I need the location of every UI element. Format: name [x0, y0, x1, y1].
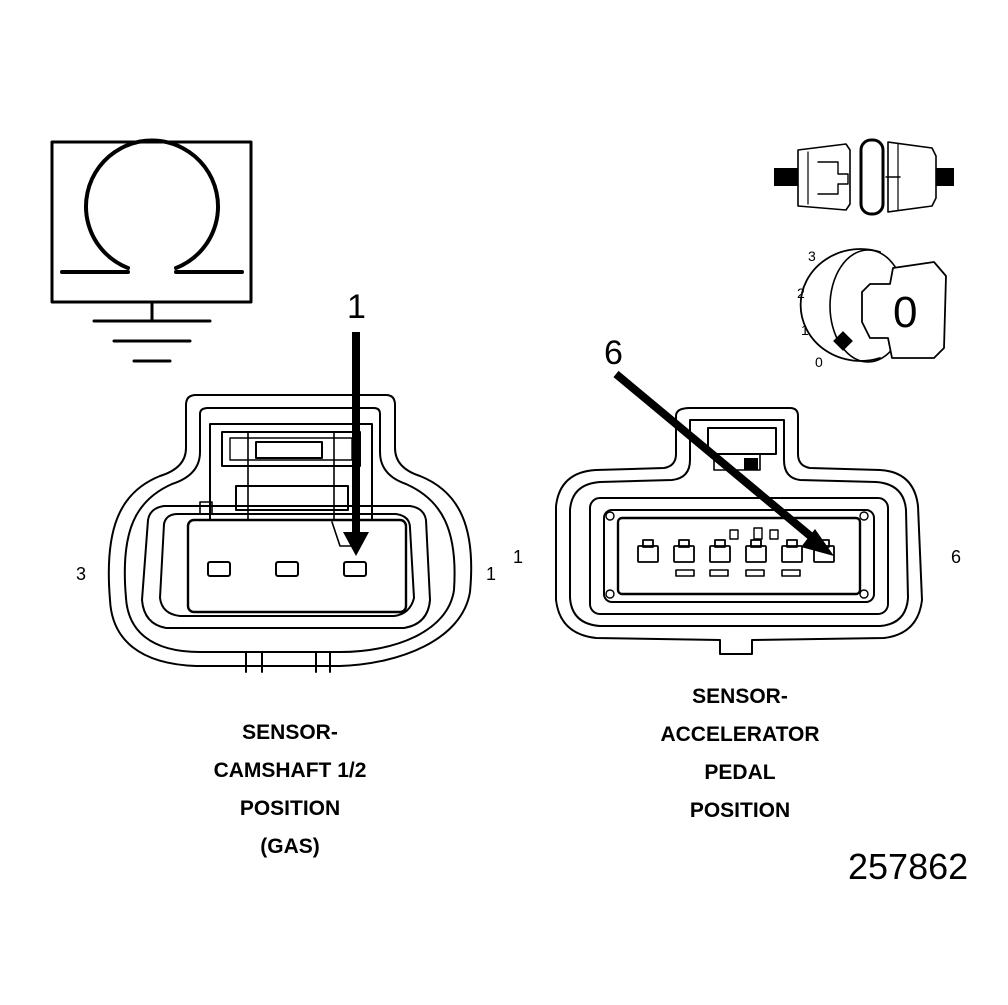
pedal-caption-line: SENSOR- — [692, 685, 788, 708]
ignition-position-3: 3 — [808, 248, 816, 264]
ignition-position-1: 1 — [801, 322, 809, 338]
ignition-key-icon — [799, 248, 947, 363]
pedal-connector-shape — [555, 407, 923, 655]
camshaft-sensor-caption: SENSOR- CAMSHAFT 1/2 POSITION (GAS) — [170, 714, 410, 866]
pedal-callout-number: 6 — [604, 334, 623, 372]
ignition-position-0: 0 — [815, 354, 823, 370]
camshaft-caption-line: CAMSHAFT 1/2 — [213, 759, 367, 782]
camshaft-caption-line: (GAS) — [260, 835, 320, 858]
ignition-position-2: 2 — [797, 285, 805, 301]
ohm-ground-icon — [50, 138, 253, 363]
figure-number: 257862 — [848, 846, 969, 887]
camshaft-left-pin-number: 3 — [76, 564, 87, 584]
pedal-caption-line: ACCELERATOR — [660, 723, 820, 746]
camshaft-connector-shape — [107, 394, 473, 673]
pedal-left-pin-number: 1 — [513, 547, 524, 567]
pedal-sensor-caption: SENSOR- ACCELERATOR PEDAL POSITION — [620, 678, 860, 830]
callout-arrow-6 — [613, 370, 834, 556]
ignition-key-label: 0 — [893, 288, 918, 337]
camshaft-caption-line: POSITION — [239, 797, 341, 820]
camshaft-caption-line: SENSOR- — [242, 721, 338, 744]
pedal-caption-line: POSITION — [689, 799, 791, 822]
camshaft-callout-number: 1 — [347, 288, 366, 326]
pedal-caption-line: PEDAL — [704, 761, 776, 784]
pedal-right-pin-number: 6 — [951, 547, 962, 567]
connector-disconnected-icon — [774, 138, 954, 216]
callout-arrow-1 — [343, 332, 369, 556]
camshaft-right-pin-number: 1 — [486, 564, 497, 584]
